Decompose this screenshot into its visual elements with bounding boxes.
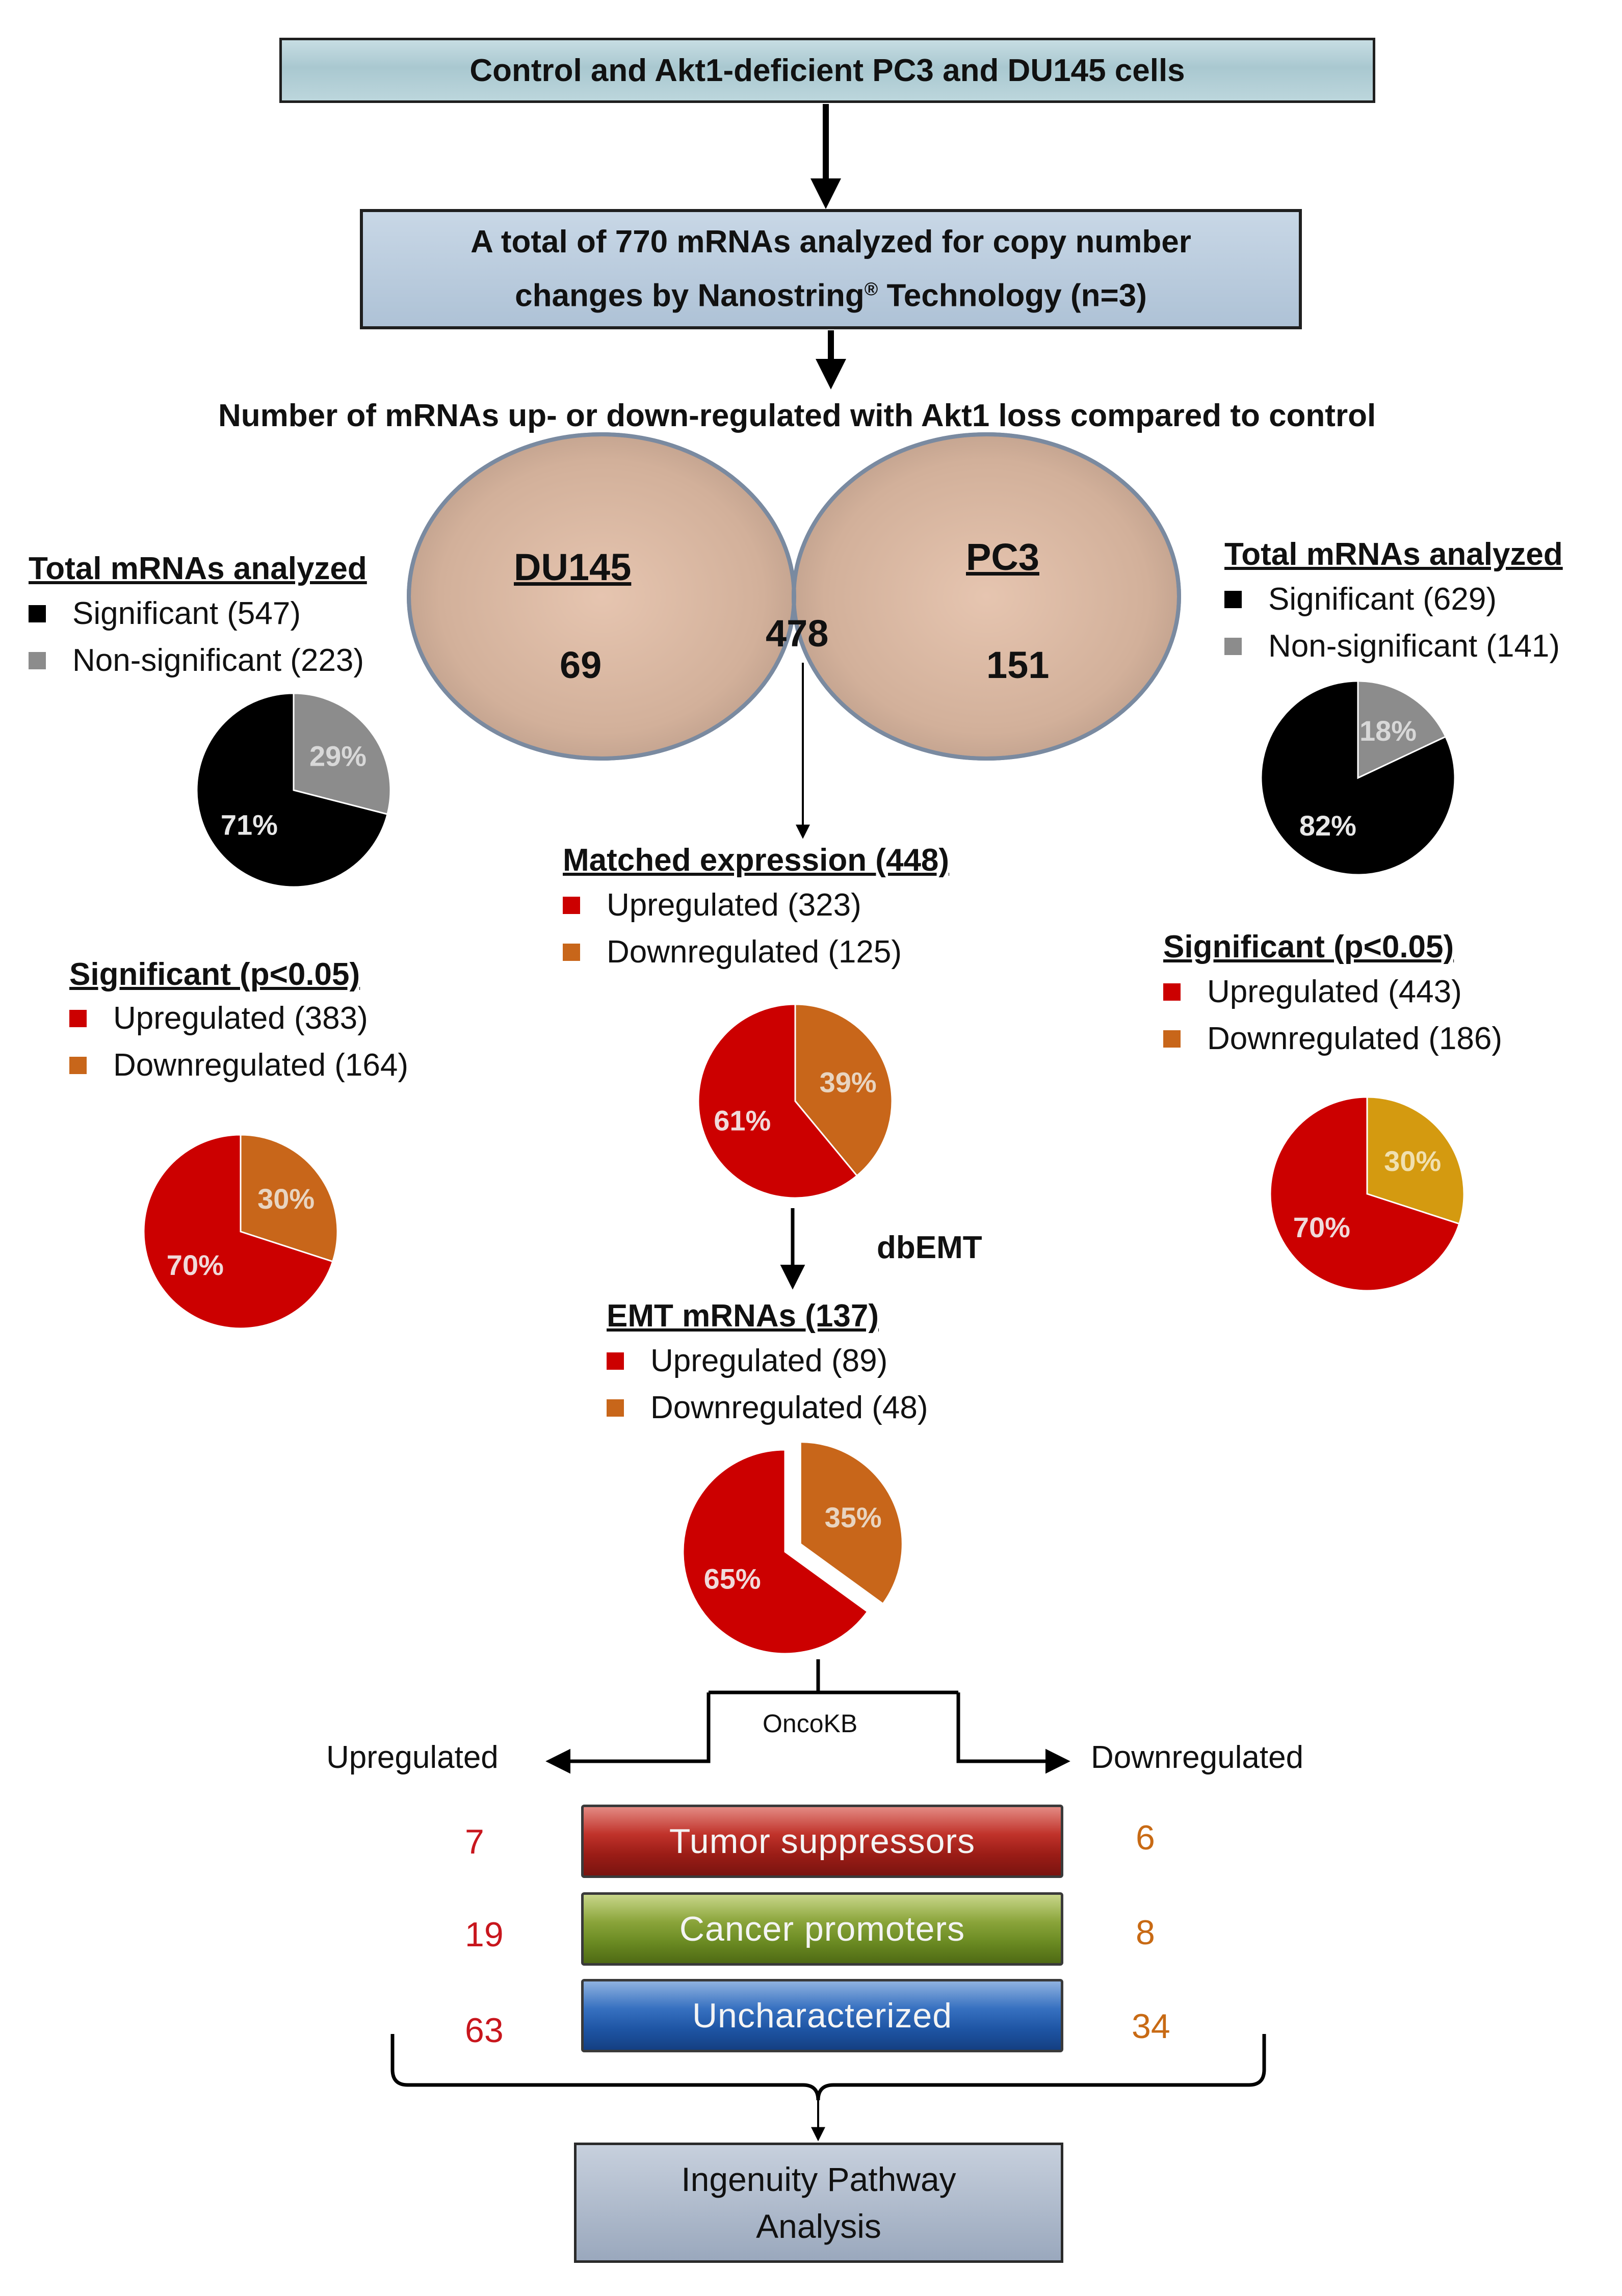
pie-pc3-sig: 30% 70% bbox=[1269, 1096, 1465, 1292]
tumor-suppressors-up-count: 7 bbox=[465, 1822, 484, 1861]
pie-pc3-sig-label-0: 70% bbox=[1293, 1211, 1350, 1243]
pc3-total-title: Total mRNAs analyzed bbox=[1224, 537, 1563, 572]
pie-emt-slice-1 bbox=[799, 1441, 903, 1605]
pie-matched-label-0: 61% bbox=[714, 1104, 771, 1136]
pie-emt: 35% 65% bbox=[682, 1441, 903, 1655]
category-tumor-suppressors: Tumor suppressors bbox=[581, 1805, 1063, 1878]
swatch-orange bbox=[69, 1056, 87, 1074]
top-box-text: Control and Akt1-deficient PC3 and DU145… bbox=[469, 53, 1185, 88]
venn-title: Number of mRNAs up- or down-regulated wi… bbox=[218, 398, 1376, 433]
pie-du145-sig-slice-1 bbox=[240, 1134, 338, 1263]
pie-pc3-total-label-0: 82% bbox=[1299, 810, 1356, 842]
pie-matched-label-1: 39% bbox=[820, 1066, 877, 1099]
matched-item-up: Upregulated (323) bbox=[563, 887, 861, 923]
venn-pc3-label: PC3 bbox=[966, 536, 1039, 578]
pie-du145-total-label-1: 29% bbox=[309, 740, 367, 772]
venn-du145-label: DU145 bbox=[514, 546, 632, 588]
ipa-line2: Analysis bbox=[756, 2207, 881, 2245]
pie-pc3-total: 18% 82% bbox=[1260, 680, 1456, 876]
pie-pc3-sig-slice-0 bbox=[1269, 1096, 1460, 1292]
swatch-red bbox=[69, 1009, 87, 1027]
pie-matched-slice-1 bbox=[794, 1003, 893, 1177]
swatch-orange bbox=[607, 1399, 624, 1417]
pie-pc3-sig-slice-1 bbox=[1366, 1096, 1465, 1225]
oncokb-split-lines bbox=[545, 1659, 1070, 1774]
uncharacterized-down-count: 34 bbox=[1132, 2007, 1170, 2046]
du145-sig-title: Significant (p<0.05) bbox=[69, 957, 360, 992]
pie-emt-label-1: 35% bbox=[825, 1501, 882, 1533]
category-cancer-promoters: Cancer promoters bbox=[581, 1892, 1063, 1966]
venn-center-value: 478 bbox=[766, 612, 829, 655]
cancer-promoters-down-count: 8 bbox=[1136, 1913, 1155, 1952]
total-box-line2: changes by Nanostring® Technology (n=3) bbox=[515, 278, 1147, 314]
pie-emt-label-0: 65% bbox=[704, 1563, 761, 1595]
pc3-total-item-significant: Significant (629) bbox=[1224, 581, 1497, 617]
pie-pc3-total-slice-1 bbox=[1357, 680, 1447, 779]
du145-total-title: Total mRNAs analyzed bbox=[29, 551, 367, 586]
pie-du145-total-label-0: 71% bbox=[221, 809, 278, 841]
venn-du145-value: 69 bbox=[560, 644, 602, 686]
total-box: A total of 770 mRNAs analyzed for copy n… bbox=[360, 209, 1302, 329]
swatch-red bbox=[1163, 983, 1181, 1001]
du145-sig-item-down: Downregulated (164) bbox=[69, 1047, 408, 1083]
swatch-gray bbox=[29, 651, 46, 669]
pie-du145-sig-label-1: 30% bbox=[257, 1183, 315, 1215]
emt-item-up: Upregulated (89) bbox=[607, 1343, 887, 1379]
ipa-box: Ingenuity Pathway Analysis bbox=[574, 2143, 1063, 2263]
category-uncharacterized: Uncharacterized bbox=[581, 1979, 1063, 2052]
ipa-line1: Ingenuity Pathway bbox=[681, 2160, 956, 2198]
swatch-orange bbox=[563, 943, 580, 961]
swatch-gray bbox=[1224, 637, 1242, 655]
venn-pc3-value: 151 bbox=[986, 644, 1050, 686]
pie-du145-total-slice-1 bbox=[293, 692, 391, 816]
pie-du145-sig: 30% 70% bbox=[143, 1134, 338, 1329]
swatch-red bbox=[607, 1352, 624, 1370]
pc3-sig-item-up: Upregulated (443) bbox=[1163, 974, 1462, 1010]
pie-du145-sig-slice-0 bbox=[143, 1134, 334, 1329]
swatch-black bbox=[1224, 590, 1242, 608]
oncokb-label: OncoKB bbox=[763, 1709, 858, 1738]
du145-sig-item-up: Upregulated (383) bbox=[69, 1000, 368, 1036]
emt-item-down: Downregulated (48) bbox=[607, 1390, 928, 1426]
pie-du145-total: 29% 71% bbox=[196, 692, 391, 888]
matched-title: Matched expression (448) bbox=[563, 843, 950, 878]
pc3-sig-item-down: Downregulated (186) bbox=[1163, 1021, 1502, 1057]
pie-matched-slice-0 bbox=[697, 1003, 858, 1199]
top-box: Control and Akt1-deficient PC3 and DU145… bbox=[279, 38, 1375, 103]
pc3-sig-title: Significant (p<0.05) bbox=[1163, 929, 1454, 964]
oncokb-up-label: Upregulated bbox=[326, 1740, 499, 1775]
oncokb-down-label: Downregulated bbox=[1091, 1740, 1304, 1775]
pie-du145-sig-label-0: 70% bbox=[167, 1249, 224, 1281]
matched-item-down: Downregulated (125) bbox=[563, 934, 902, 970]
dbemt-label: dbEMT bbox=[877, 1230, 982, 1265]
swatch-black bbox=[29, 605, 46, 622]
pie-pc3-total-label-1: 18% bbox=[1359, 715, 1417, 747]
pie-pc3-total-slice-0 bbox=[1260, 680, 1456, 876]
pie-emt-slice-0 bbox=[682, 1449, 869, 1655]
swatch-orange bbox=[1163, 1030, 1181, 1048]
pie-du145-total-slice-0 bbox=[196, 692, 388, 888]
tumor-suppressors-down-count: 6 bbox=[1136, 1818, 1155, 1857]
swatch-red bbox=[563, 896, 580, 914]
uncharacterized-up-count: 63 bbox=[465, 2011, 504, 2050]
du145-total-item-significant: Significant (547) bbox=[29, 595, 301, 632]
total-box-line1: A total of 770 mRNAs analyzed for copy n… bbox=[470, 224, 1191, 260]
emt-title: EMT mRNAs (137) bbox=[607, 1298, 879, 1334]
cancer-promoters-up-count: 19 bbox=[465, 1915, 504, 1954]
pie-pc3-sig-label-1: 30% bbox=[1384, 1145, 1441, 1177]
pc3-total-item-nonsig: Non-significant (141) bbox=[1224, 628, 1560, 664]
pie-matched: 39% 61% bbox=[697, 1003, 893, 1199]
du145-total-item-nonsig: Non-significant (223) bbox=[29, 642, 364, 679]
